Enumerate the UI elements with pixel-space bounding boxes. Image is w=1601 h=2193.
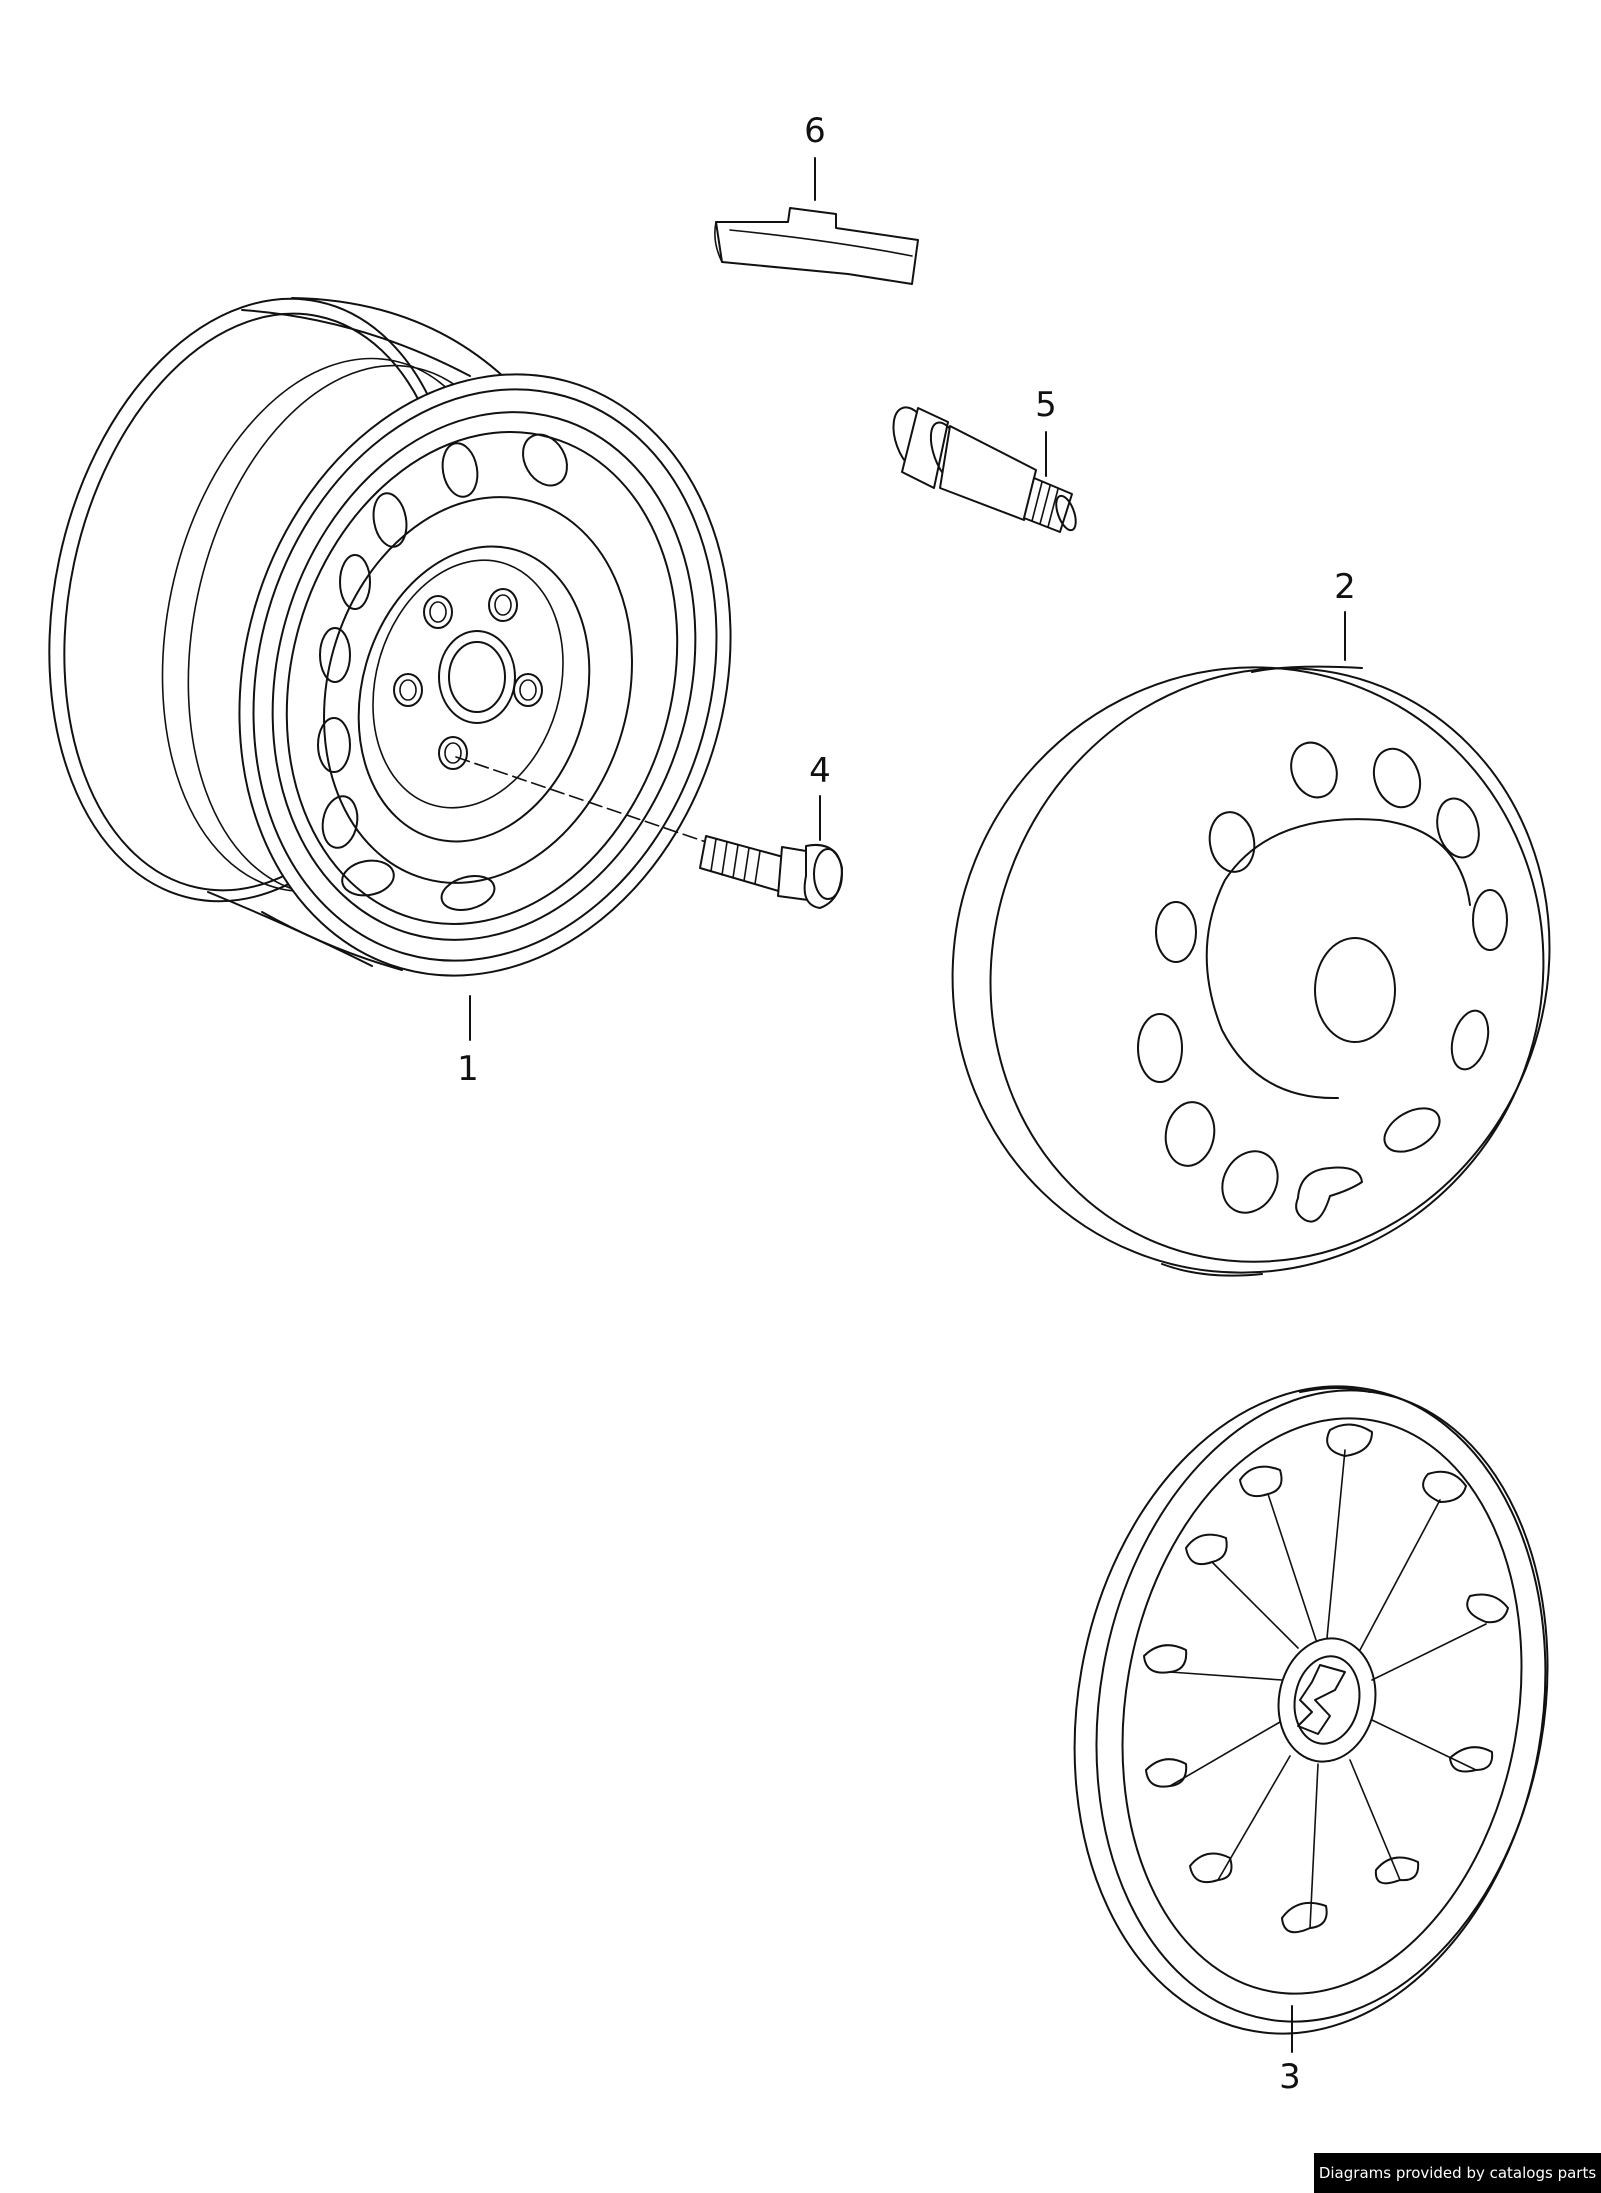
callout-3[interactable]: 3	[1279, 2057, 1301, 2097]
wheel-bolt[interactable]	[699, 835, 843, 909]
steel-wheel-rim[interactable]	[0, 260, 800, 1034]
tyre-valve[interactable]	[885, 402, 1079, 533]
callout-2[interactable]: 2	[1334, 567, 1356, 607]
callout-6[interactable]: 6	[804, 111, 826, 151]
callout-5[interactable]: 5	[1035, 385, 1057, 425]
balance-weight[interactable]	[714, 207, 919, 285]
credit-banner: Diagrams provided by catalogs parts	[1314, 2153, 1601, 2193]
callout-4[interactable]: 4	[809, 751, 831, 791]
assembly-line	[455, 756, 707, 843]
hubcap-style-b[interactable]	[1025, 1349, 1596, 2072]
callout-1[interactable]: 1	[457, 1049, 479, 1089]
hubcap-style-a[interactable]	[862, 578, 1601, 1362]
